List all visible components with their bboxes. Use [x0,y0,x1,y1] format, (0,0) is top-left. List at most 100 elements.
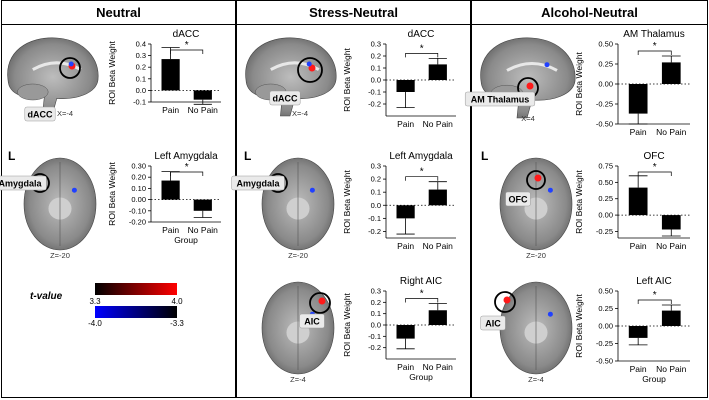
chart-title: Left AIC [636,276,672,287]
title-alcohol-neutral: Alcohol-Neutral [471,2,708,25]
panel-neutral [1,0,236,398]
roi-label-box [24,106,56,122]
roi-circle [526,170,546,190]
roi-label-box [269,90,301,106]
bar [396,325,415,339]
y-tick-label: 0.75 [598,162,613,171]
hemisphere-label: L [8,149,15,163]
bar [193,90,212,100]
colorbar-neg-min: -4.0 [88,319,102,328]
y-tick-label: 0.3 [371,287,381,296]
significance-marker: * [653,41,657,52]
bar [628,84,648,114]
y-tick-label: -0.1 [133,98,146,107]
y-tick-label: 0.25 [598,194,613,203]
significance-bracket [170,171,204,176]
x-tick-label: Pain [630,364,647,374]
x-axis-label: Group [174,235,198,245]
brain-image: dACC X=-4 [245,37,337,118]
chart-title: Left Amygdala [389,151,453,162]
significance-bracket [405,53,439,58]
bar [428,64,447,80]
slice-coordinate: Z=-20 [288,251,308,260]
activation-blob [503,296,511,304]
brain-sagittal-slice [7,37,99,117]
roi-label: AIC [485,319,501,329]
corpus-callosum [32,61,82,71]
y-tick-label: 0.0 [136,86,146,95]
activation-blob [306,61,312,67]
bar [661,215,681,230]
hemisphere-label: L [481,149,488,163]
activation-blob [318,297,326,305]
bar [396,205,415,219]
bar [628,326,648,338]
bar [161,180,180,200]
y-tick-label: -0.10 [129,206,146,215]
y-tick-label: -0.1 [368,332,381,341]
x-tick-label: Pain [162,105,179,115]
x-tick-label: Pain [162,225,179,235]
y-tick-label: 0.2 [371,298,381,307]
y-tick-label: 0.00 [598,322,613,331]
y-tick-label: 0.25 [598,60,613,69]
chart-title: Left Amygdala [154,151,218,162]
roi-circle [309,292,331,314]
x-axis-label: Group [409,372,433,382]
y-tick-label: -0.2 [368,343,381,352]
y-tick-label: 0.3 [136,51,146,60]
y-axis-label: ROI Beta Weight [107,162,117,226]
y-tick-label: 0.3 [371,40,381,49]
slice-coordinate: Z=-20 [50,251,70,260]
y-tick-label: 0.20 [131,173,146,182]
y-tick-label: -0.50 [596,120,613,129]
x-tick-label: No Pain [423,362,454,372]
activation-blob [534,174,542,182]
y-tick-label: 0.25 [598,304,613,313]
roi-label: dACC [273,94,298,104]
x-tick-label: No Pain [188,105,219,115]
x-tick-label: No Pain [656,364,687,374]
colorbar-neg-max: -3.3 [170,319,184,328]
roi-circle [494,291,516,313]
cerebellum [17,83,49,101]
bar [396,80,415,92]
corpus-callosum [506,61,558,72]
activation-blob [544,62,550,68]
significance-marker: * [185,162,189,173]
y-tick-label: 0.50 [598,287,613,296]
roi-label-box [464,91,536,107]
roi-label: Amygdala [236,179,280,189]
y-tick-label: 0.4 [136,40,146,49]
x-tick-label: No Pain [656,127,687,137]
y-axis-label: ROI Beta Weight [574,170,584,234]
slice-coordinate: Z=-20 [526,251,546,260]
x-tick-label: Pain [397,362,414,372]
significance-bracket [637,50,672,55]
colorbar: t-value 3.3 4.0 -4.0 -3.3 [30,283,184,328]
roi-circle [297,57,323,83]
significance-marker: * [653,162,657,173]
y-tick-label: 0.2 [136,63,146,72]
bar [428,310,447,325]
slice-coordinate: X=-4 [57,109,73,118]
colorbar-pos-max: 4.0 [171,297,183,306]
roi-label-box [480,315,506,331]
significance-marker: * [420,43,424,54]
slice-coordinate: X=-4 [292,109,308,118]
roi-circle [59,57,81,79]
colorbar-positive [95,283,177,295]
roi-label-box [505,191,531,207]
chart-title: dACC [408,29,435,40]
colorbar-title: t-value [30,291,63,302]
chart-title: dACC [173,29,200,40]
hemisphere-label: L [244,149,251,163]
